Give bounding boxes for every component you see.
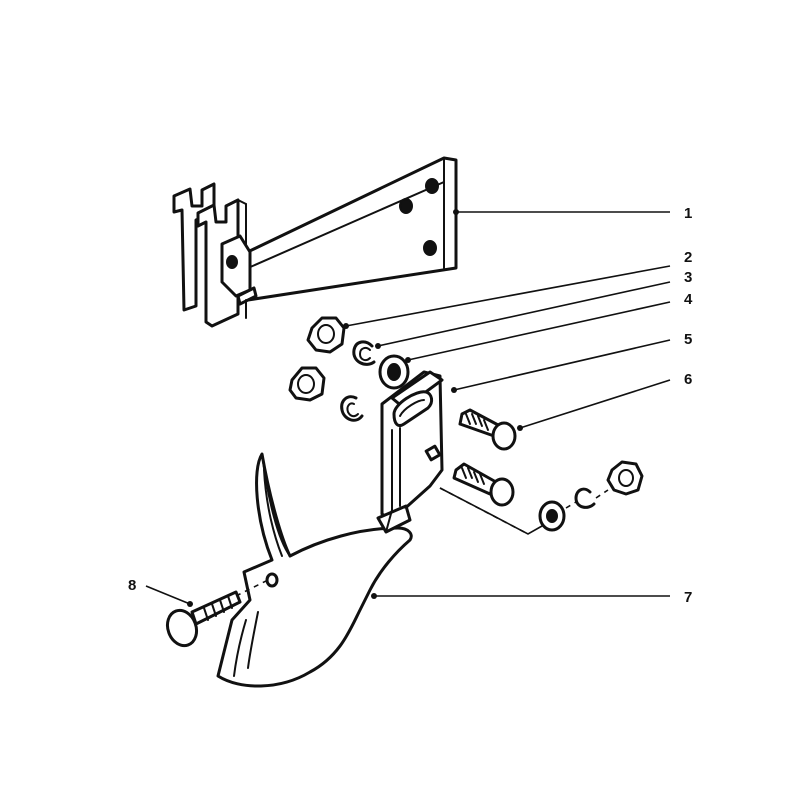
part-7-sweep-blade [216, 452, 413, 688]
part-8-carriage-bolt [165, 579, 269, 648]
callout-2: 2 [684, 249, 692, 266]
part-1-mounting-bracket [172, 156, 458, 328]
part-3-lock-washer-lower [340, 395, 364, 422]
callout-6: 6 [684, 371, 692, 388]
leader-lines [145, 209, 671, 607]
callout-4: 4 [684, 291, 693, 308]
part-6-carriage-bolt-upper [458, 408, 517, 451]
part-2-hex-nut-upper [306, 316, 346, 354]
hardware-stack-right [439, 460, 644, 535]
callout-1: 1 [684, 205, 692, 222]
callout-7: 7 [684, 589, 692, 606]
part-2-hex-nut-lower [288, 366, 326, 402]
part-5-slotted-plate [380, 370, 444, 522]
part-6-carriage-bolt-lower [452, 462, 515, 507]
callout-3: 3 [684, 269, 692, 286]
part-4-flat-washer [378, 354, 410, 390]
callout-labels: 1 2 3 4 5 6 7 8 [128, 205, 693, 606]
callout-8: 8 [128, 577, 136, 594]
callout-5: 5 [684, 331, 692, 348]
part-3-lock-washer-upper [352, 340, 376, 366]
